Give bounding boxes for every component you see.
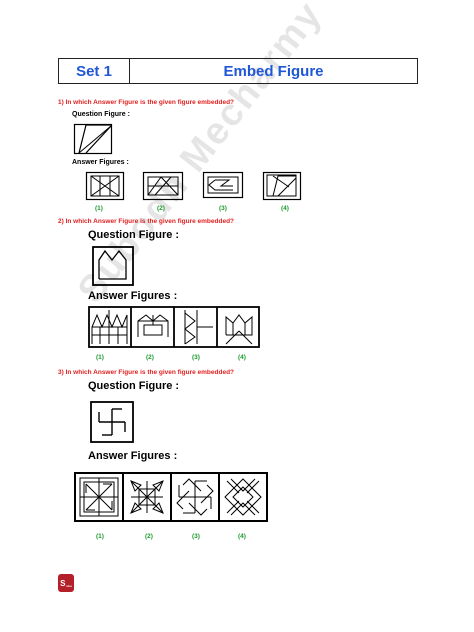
- answer-1-3-figure[interactable]: [202, 171, 244, 199]
- option-1-3: (3): [219, 205, 227, 212]
- answer-2-3-figure[interactable]: [175, 307, 217, 347]
- question-1-figure: [73, 123, 113, 155]
- logo-sub: ubo: [66, 583, 72, 588]
- answer-2-1-figure[interactable]: [89, 307, 131, 347]
- answer-3-4-figure[interactable]: [219, 473, 267, 521]
- option-2-4: (4): [238, 354, 246, 361]
- option-3-4: (4): [238, 533, 246, 540]
- question-2-answers-label: Answer Figures :: [88, 290, 178, 302]
- option-1-1: (1): [95, 205, 103, 212]
- question-2-text: 2) In which Answer Figure is the given f…: [58, 218, 235, 225]
- answer-3-grid: [74, 472, 268, 522]
- answer-3-1-figure[interactable]: [75, 473, 123, 521]
- option-2-1: (1): [96, 354, 104, 361]
- answer-3-2-figure[interactable]: [123, 473, 171, 521]
- question-3-figure-label: Question Figure :: [88, 380, 180, 392]
- answer-2-2-figure[interactable]: [132, 307, 174, 347]
- question-1-text: 1) In which Answer Figure is the given f…: [58, 99, 235, 106]
- page-title: Embed Figure: [223, 62, 324, 80]
- answer-2-4-figure[interactable]: [218, 307, 260, 347]
- question-1-figure-label: Question Figure :: [72, 111, 130, 118]
- answer-1-4-figure[interactable]: [262, 171, 302, 201]
- option-1-2: (2): [157, 205, 165, 212]
- question-3-answers-label: Answer Figures :: [88, 450, 178, 462]
- set-label: Set 1: [59, 59, 130, 83]
- option-3-2: (2): [145, 533, 153, 540]
- answer-1-1-figure[interactable]: [85, 171, 125, 201]
- logo-letter: S: [60, 578, 66, 588]
- option-2-3: (3): [192, 354, 200, 361]
- question-2-figure: [92, 246, 134, 286]
- option-3-1: (1): [96, 533, 104, 540]
- page-header: Set 1 Embed Figure: [58, 58, 418, 84]
- answer-2-grid: [88, 306, 260, 348]
- question-3-figure: [90, 401, 134, 443]
- question-1-answers-label: Answer Figures :: [72, 159, 129, 166]
- question-2-figure-label: Question Figure :: [88, 229, 180, 241]
- answer-1-2-figure[interactable]: [142, 171, 184, 201]
- option-3-3: (3): [192, 533, 200, 540]
- question-3-text: 3) In which Answer Figure is the given f…: [58, 369, 235, 376]
- option-2-2: (2): [146, 354, 154, 361]
- option-1-4: (4): [281, 205, 289, 212]
- answer-3-3-figure[interactable]: [171, 473, 219, 521]
